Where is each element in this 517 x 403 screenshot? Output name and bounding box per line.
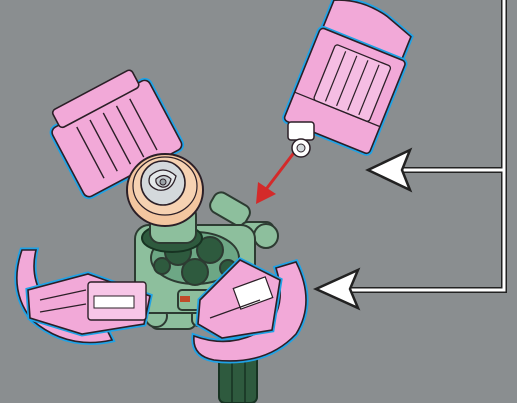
gray-flower-rose [141,161,185,205]
